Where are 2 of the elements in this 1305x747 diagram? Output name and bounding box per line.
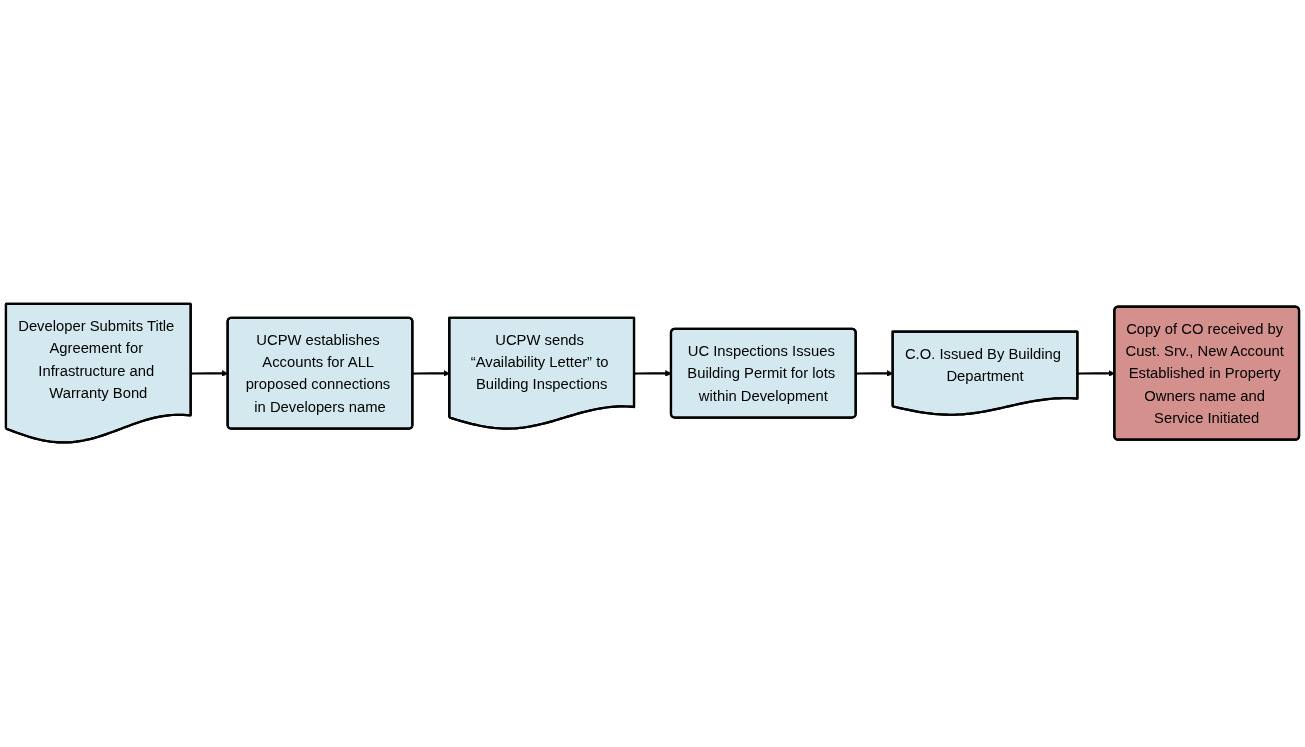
arrow xyxy=(412,370,450,377)
arrow xyxy=(1077,370,1115,377)
